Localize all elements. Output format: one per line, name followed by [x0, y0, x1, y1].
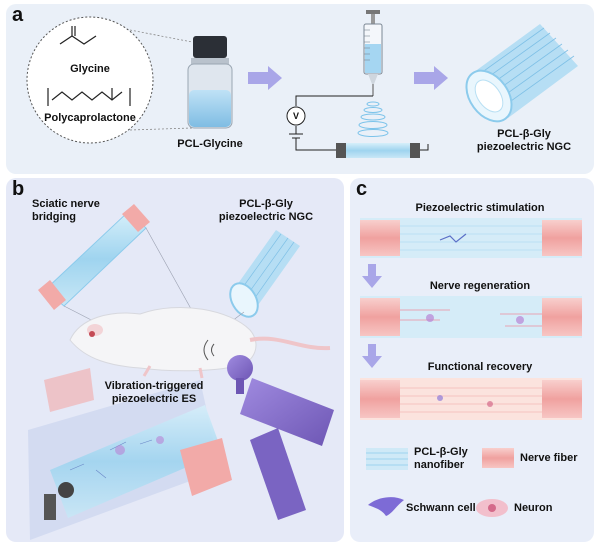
legend-schwann: Schwann cell	[406, 502, 476, 514]
stage1-conduit	[360, 218, 582, 258]
arrow-icon	[414, 66, 448, 90]
ngc-label-line1: PCL-β-Gly	[497, 128, 551, 140]
bottle-label: PCL-Glycine	[177, 138, 243, 150]
neuron-icon	[476, 499, 508, 517]
glycine-label: Glycine	[70, 63, 110, 75]
bottle-icon	[187, 36, 233, 129]
spray-jet	[357, 101, 389, 137]
legend-nerve-fiber: Nerve fiber	[520, 452, 578, 464]
es-label-line1: Vibration-triggered	[104, 380, 204, 392]
legend-neuron: Neuron	[514, 502, 553, 514]
massage-gun-icon	[227, 355, 334, 520]
legend-nanofiber-swatch	[366, 448, 408, 470]
stage3-label: Functional recovery	[427, 361, 533, 373]
panel-a-letter: a	[12, 4, 24, 26]
rat-illustration	[69, 306, 331, 379]
legend-nerve-swatch	[482, 448, 514, 468]
pcl-label: Polycaprolactone	[44, 112, 136, 124]
ngc-conduit	[465, 24, 578, 123]
ngc-small-label-line1: PCL-β-Gly	[239, 198, 293, 210]
collector-rod	[336, 143, 420, 158]
magnified-inset	[28, 368, 232, 540]
pcl-structure	[47, 88, 131, 106]
voltage-symbol: V	[292, 111, 299, 121]
ngc-label-line2: piezoelectric NGC	[476, 141, 572, 153]
voltmeter-icon	[286, 106, 306, 126]
ngc-conduit-small	[229, 230, 300, 318]
molecule-circle	[26, 16, 154, 144]
stage2-label: Nerve regeneration	[429, 280, 531, 292]
syringe-icon	[363, 10, 383, 96]
legend-nanofiber-line2: nanofiber	[414, 459, 465, 471]
stage1-label: Piezoelectric stimulation	[415, 202, 545, 214]
circuit-wires	[289, 95, 429, 151]
vibration-waves	[203, 339, 215, 361]
electrode-probe-icon	[44, 482, 74, 520]
stage2-conduit	[360, 296, 582, 338]
arrow-icon	[248, 66, 282, 90]
ngc-small-label-line2: piezoelectric NGC	[218, 211, 314, 223]
arrow-down-icon	[362, 344, 382, 368]
panel-b-letter: b	[12, 178, 25, 200]
legend-nanofiber-line1: PCL-β-Gly	[414, 446, 468, 458]
glycine-structure	[59, 26, 97, 45]
arrow-down-icon	[362, 264, 382, 288]
bridging-label-line1: Sciatic nerve	[32, 198, 100, 210]
bridging-label-line2: bridging	[32, 211, 76, 223]
stage3-conduit	[360, 378, 582, 420]
es-label-line2: piezoelectric ES	[111, 393, 197, 405]
schwann-cell-icon	[368, 497, 404, 516]
panel-c-letter: c	[356, 178, 368, 200]
